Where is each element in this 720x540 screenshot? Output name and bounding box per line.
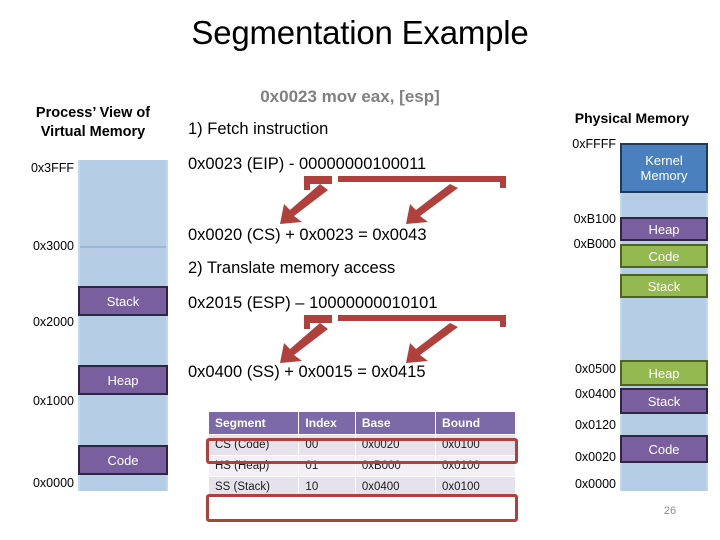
pm-segment-heap-lower: Heap <box>620 360 708 386</box>
cell-bound: 0x0100 <box>435 455 516 477</box>
vm-segment-heap-label: Heap <box>107 372 139 388</box>
annotation-arrows-step2 <box>280 311 520 367</box>
highlight-box-ss-row <box>206 494 518 522</box>
cell-bound: 0x0100 <box>435 476 516 498</box>
pm-address-0x0020: 0x0020 <box>574 450 616 464</box>
instruction-subtitle: 0x0023 mov eax, [esp] <box>260 87 440 106</box>
pm-segment-heap-b000: Heap <box>620 217 708 241</box>
cell-index: 01 <box>298 455 356 477</box>
vm-divider-0x3000 <box>80 246 166 248</box>
cell-base: 0x0400 <box>354 476 437 498</box>
vm-segment-code: Code <box>78 445 168 475</box>
pm-address-0xFFFF: 0xFFFF <box>572 137 616 151</box>
vm-segment-code-label: Code <box>107 452 139 468</box>
pm-segment-stack-upper: Stack <box>620 274 708 298</box>
pm-segment-stack-upper-label: Stack <box>647 278 681 294</box>
cell-base: 0x0020 <box>354 434 437 456</box>
pm-address-0xB000: 0xB000 <box>573 237 616 251</box>
table-header-row: Segment Index Base Bound <box>207 411 516 435</box>
vm-address-0x3000: 0x3000 <box>32 239 74 253</box>
step1-binary-line: 0x0023 (EIP) - 00000000100011 <box>188 155 427 173</box>
table-header-index: Index <box>298 411 356 435</box>
virtual-memory-header: Process’ View of Virtual Memory <box>8 104 178 142</box>
pm-segment-kernel-memory: Kernel Memory <box>620 143 708 193</box>
table-row: SS (Stack) 10 0x0400 0x0100 <box>207 476 516 498</box>
vm-address-0x0000: 0x0000 <box>32 476 74 490</box>
vm-address-0x3FFF: 0x3FFF <box>30 161 74 175</box>
segment-table: Segment Index Base Bound CS (Code) 00 0x… <box>207 411 516 498</box>
step1-result: 0x0020 (CS) + 0x0023 = 0x0043 <box>188 226 427 244</box>
physical-memory-bar: Kernel Memory Heap Code Stack Heap Stack… <box>620 143 708 491</box>
pm-address-0xB100: 0xB100 <box>573 212 616 226</box>
pm-address-0x0000: 0x0000 <box>574 477 616 491</box>
pm-segment-stack-lower-label: Stack <box>647 393 681 409</box>
virtual-memory-bar: Stack Heap Code <box>78 160 168 491</box>
table-header-base: Base <box>354 411 437 435</box>
step2-binary-line: 0x2015 (ESP) – 10000000010101 <box>188 294 438 312</box>
annotation-arrows-step1 <box>280 172 520 228</box>
table-row: HS (Heap) 01 0xB000 0x0100 <box>207 455 516 477</box>
pm-segment-heap-b000-label: Heap <box>648 221 680 237</box>
table-header-bound: Bound <box>435 411 516 435</box>
virtual-memory-header-line2: Virtual Memory <box>40 124 146 140</box>
vm-segment-stack: Stack <box>78 286 168 316</box>
pm-address-0x0500: 0x0500 <box>574 362 616 376</box>
pm-segment-kernel-line1: Kernel <box>645 153 683 168</box>
vm-address-0x2000: 0x2000 <box>32 315 74 329</box>
pm-segment-kernel-line2: Memory <box>640 168 688 183</box>
step2-result: 0x0400 (SS) + 0x0015 = 0x0415 <box>188 363 426 381</box>
vm-address-0x1000: 0x1000 <box>32 394 74 408</box>
physical-memory-header: Physical Memory <box>574 110 690 126</box>
pm-segment-code-lower: Code <box>620 435 708 463</box>
pm-address-0x0400: 0x0400 <box>574 387 616 401</box>
table-row: CS (Code) 00 0x0020 0x0100 <box>207 434 516 456</box>
step1-title: 1) Fetch instruction <box>188 120 329 138</box>
pm-address-0x0120: 0x0120 <box>574 418 616 432</box>
cell-index: 00 <box>298 434 356 456</box>
cell-segment: HS (Heap) <box>207 455 300 477</box>
page-number: 26 <box>663 505 677 517</box>
pm-segment-heap-lower-label: Heap <box>648 365 680 381</box>
cell-segment: SS (Stack) <box>207 476 300 498</box>
page-title: Segmentation Example <box>191 14 529 51</box>
cell-index: 10 <box>298 476 356 498</box>
vm-segment-heap: Heap <box>78 365 168 395</box>
step2-title: 2) Translate memory access <box>188 259 396 277</box>
vm-segment-stack-label: Stack <box>106 293 140 309</box>
table-header-segment: Segment <box>207 411 300 435</box>
pm-segment-code-lower-label: Code <box>648 441 680 457</box>
cell-segment: CS (Code) <box>207 434 300 456</box>
pm-segment-code-upper: Code <box>620 244 708 268</box>
pm-segment-code-upper-label: Code <box>648 248 680 264</box>
cell-base: 0xB000 <box>354 455 437 477</box>
virtual-memory-header-line1: Process’ View of <box>35 105 151 121</box>
pm-segment-stack-lower: Stack <box>620 388 708 414</box>
cell-bound: 0x0100 <box>435 434 516 456</box>
